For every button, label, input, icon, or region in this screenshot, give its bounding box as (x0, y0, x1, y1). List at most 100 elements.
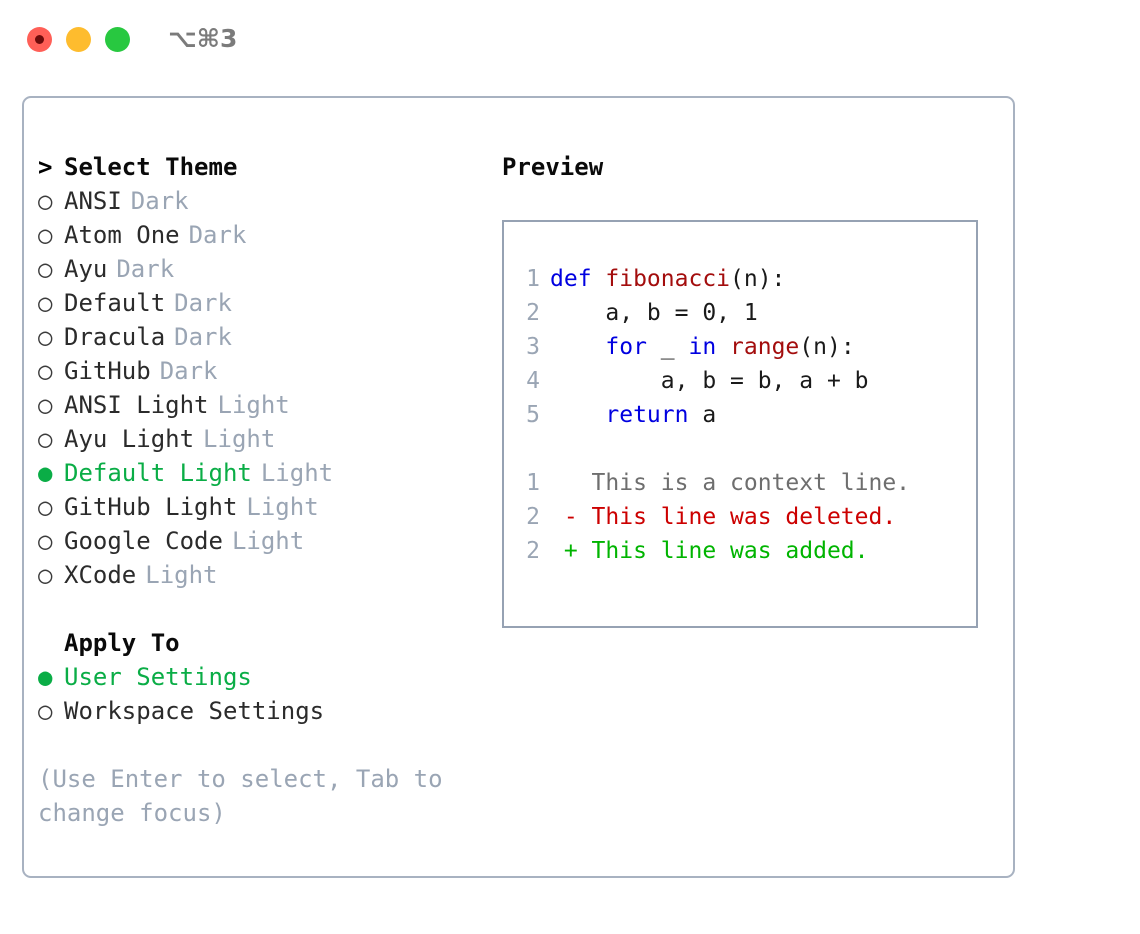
theme-item-label: ANSI (64, 187, 122, 215)
radio-selected-icon: ● (38, 459, 53, 487)
radio-unselected-icon: ○ (38, 255, 53, 283)
code-token (550, 402, 605, 428)
radio-unselected-icon: ○ (38, 289, 53, 317)
theme-item-tag: Light (217, 391, 290, 419)
line-number: 5 (526, 402, 540, 428)
theme-item-label: Dracula (64, 323, 166, 351)
apply-to-item-workspace-settings[interactable]: ○ Workspace Settings (38, 694, 478, 728)
theme-item-ansi[interactable]: ○ ANSI Dark (38, 184, 478, 218)
theme-item-tag: Light (260, 459, 334, 487)
theme-item-tag: Dark (159, 357, 218, 385)
code-token: (n): (730, 266, 786, 292)
code-token: def (550, 266, 606, 292)
diff-line: 2 + This line was added. (514, 534, 972, 568)
code-token (550, 334, 605, 360)
keyboard-hint-text: (Use Enter to select, Tab to change focu… (38, 765, 443, 827)
theme-item-label: Ayu (64, 255, 108, 283)
code-line: 4 a, b = b, a + b (514, 364, 972, 398)
radio-unselected-icon: ○ (38, 493, 53, 521)
code-line: 2 a, b = 0, 1 (514, 296, 972, 330)
title-bar: ⌥⌘3 (0, 0, 1140, 78)
theme-item-dracula[interactable]: ○ Dracula Dark (38, 320, 478, 354)
code-line: 5 return a (514, 398, 972, 432)
select-theme-header-label: Select Theme (64, 153, 238, 181)
theme-item-label: GitHub (64, 357, 151, 385)
code-token: a (688, 402, 717, 428)
code-token: for (605, 334, 647, 360)
line-number: 1 (526, 266, 540, 292)
select-theme-header: > Select Theme (38, 150, 478, 184)
theme-item-tag: Dark (174, 289, 232, 317)
apply-to-item-label: User Settings (64, 663, 252, 691)
code-token: (n): (799, 334, 855, 360)
diff-line: 1 This is a context line. (514, 466, 972, 500)
theme-item-ansi-light[interactable]: ○ ANSI Light Light (38, 388, 478, 422)
radio-unselected-icon: ○ (38, 187, 53, 215)
theme-item-tag: Dark (116, 255, 175, 283)
radio-selected-icon: ● (38, 663, 53, 691)
theme-item-label: GitHub Light (64, 493, 238, 521)
code-token (716, 334, 730, 360)
line-number: 1 (526, 470, 540, 496)
theme-item-tag: Light (203, 425, 276, 453)
apply-to-list: ● User Settings ○ Workspace Settings (38, 660, 478, 728)
apply-to-item-label: Workspace Settings (64, 697, 325, 725)
theme-item-label: Google Code (64, 527, 223, 555)
minimize-button[interactable] (66, 27, 91, 52)
radio-unselected-icon: ○ (38, 323, 53, 351)
radio-unselected-icon: ○ (38, 527, 53, 555)
diff-line-text: This is a context line. (550, 470, 911, 496)
close-button[interactable] (27, 27, 52, 52)
code-token: a, b = 0, 1 (550, 300, 758, 326)
preview-spacer (514, 432, 972, 466)
theme-item-tag: Light (145, 561, 218, 589)
code-token: a, b = b, a + b (550, 368, 869, 394)
diff-line-text: - This line was deleted. (550, 504, 897, 530)
apply-to-item-user-settings[interactable]: ● User Settings (38, 660, 478, 694)
code-token: return (605, 402, 689, 428)
theme-item-label: Atom One (64, 221, 180, 249)
apply-to-header: Apply To (38, 626, 478, 660)
line-number: 2 (526, 300, 540, 326)
line-number: 2 (526, 538, 540, 564)
theme-item-tag: Dark (130, 187, 189, 215)
theme-item-tag: Dark (174, 323, 232, 351)
theme-item-label: XCode (64, 561, 137, 589)
theme-item-tag: Dark (188, 221, 247, 249)
radio-unselected-icon: ○ (38, 357, 53, 385)
theme-item-ayu[interactable]: ○ Ayu Dark (38, 252, 478, 286)
code-line: 3 for _ in range(n): (514, 330, 972, 364)
theme-item-label: ANSI Light (64, 391, 209, 419)
maximize-button[interactable] (105, 27, 130, 52)
theme-item-atom-one[interactable]: ○ Atom One Dark (38, 218, 478, 252)
theme-item-label: Ayu Light (64, 425, 195, 453)
line-number: 2 (526, 504, 540, 530)
code-token: in (688, 334, 717, 360)
theme-item-label: Default (64, 289, 166, 317)
theme-item-default[interactable]: ○ Default Dark (38, 286, 478, 320)
diff-line-text: + This line was added. (550, 538, 869, 564)
radio-unselected-icon: ○ (38, 221, 53, 249)
diff-line: 2 - This line was deleted. (514, 500, 972, 534)
code-line: 1 def fibonacci(n): (514, 262, 972, 296)
radio-unselected-icon: ○ (38, 391, 53, 419)
code-token: _ (646, 334, 689, 360)
theme-item-github[interactable]: ○ GitHub Dark (38, 354, 478, 388)
theme-item-xcode[interactable]: ○ XCode Light (38, 558, 478, 592)
radio-unselected-icon: ○ (38, 561, 53, 589)
radio-unselected-icon: ○ (38, 697, 53, 725)
code-token: fibonacci (605, 266, 731, 292)
code-token: range (730, 334, 800, 360)
caret-icon: > (38, 153, 53, 181)
apply-to-header-label: Apply To (64, 629, 180, 657)
